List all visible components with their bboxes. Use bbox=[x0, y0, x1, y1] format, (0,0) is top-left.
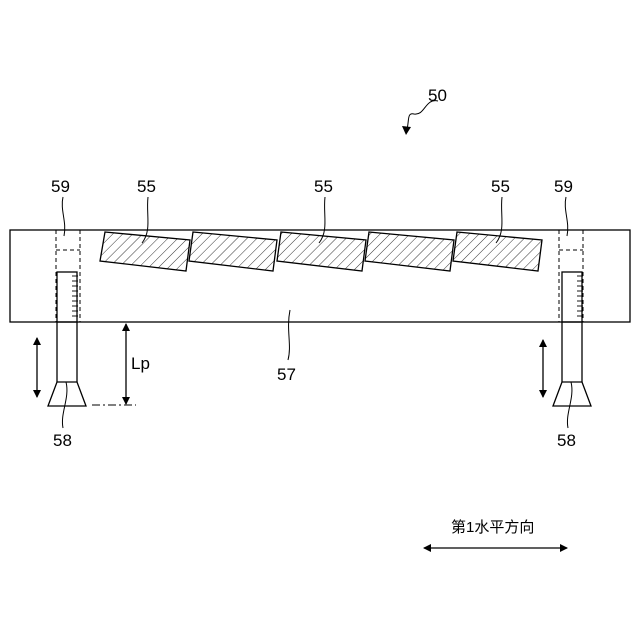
pin-left-label: 58 bbox=[53, 431, 72, 450]
plate-3-label: 55 bbox=[491, 177, 510, 196]
member-left-label: 59 bbox=[51, 177, 70, 196]
plate-5 bbox=[453, 232, 542, 271]
plate-1-label: 55 bbox=[137, 177, 156, 196]
direction-label: 第1水平方向 bbox=[451, 518, 534, 536]
plate-row bbox=[100, 232, 542, 271]
pin-right-label: 58 bbox=[557, 431, 576, 450]
stroke-label: Lp bbox=[131, 354, 150, 373]
plate-2-label: 55 bbox=[314, 177, 333, 196]
left-pin-assembly bbox=[37, 230, 86, 406]
stroke-dimension bbox=[92, 324, 136, 405]
plate-2 bbox=[189, 232, 277, 271]
assembly-label: 50 bbox=[428, 86, 447, 105]
plate-4 bbox=[365, 232, 454, 271]
right-pin-assembly bbox=[543, 230, 591, 406]
plate-3 bbox=[277, 232, 366, 271]
base-label: 57 bbox=[277, 365, 296, 384]
member-right-label: 59 bbox=[554, 177, 573, 196]
